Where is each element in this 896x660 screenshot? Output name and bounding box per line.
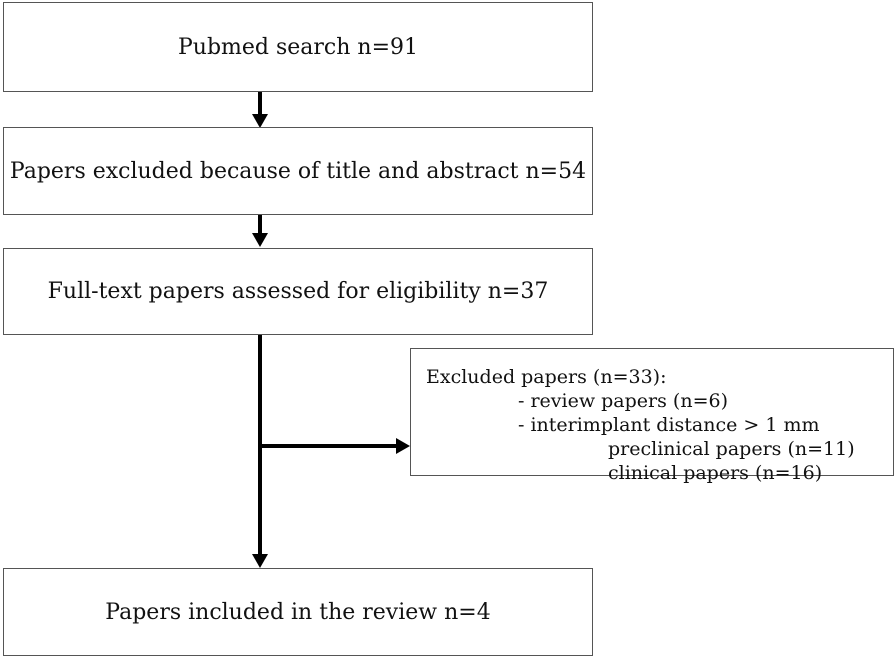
- excluded-clinical-item: clinical papers (n=16): [608, 462, 823, 484]
- excluded-distance-item: - interimplant distance > 1 mm: [518, 414, 820, 436]
- screening-box: Papers excluded because of title and abs…: [3, 127, 593, 215]
- included-label: Papers included in the review n=4: [105, 599, 491, 625]
- excluded-review-item: - review papers (n=6): [518, 390, 728, 412]
- screening-label: Papers excluded because of title and abs…: [9, 158, 587, 184]
- eligibility-box: Full-text papers assessed for eligibilit…: [3, 248, 593, 335]
- arrowhead-eligibility: [252, 233, 268, 247]
- search-box: Pubmed search n=91: [3, 2, 593, 92]
- arrowhead-included: [252, 554, 268, 568]
- search-label: Pubmed search n=91: [177, 34, 419, 60]
- included-box: Papers included in the review n=4: [3, 568, 593, 656]
- excluded-preclinical-item: preclinical papers (n=11): [608, 438, 855, 460]
- arrowhead-screening: [252, 114, 268, 128]
- excluded-box: Excluded papers (n=33): - review papers …: [410, 348, 894, 484]
- eligibility-label: Full-text papers assessed for eligibilit…: [47, 279, 549, 304]
- arrowhead-excluded: [396, 438, 410, 454]
- excluded-heading: Excluded papers (n=33):: [426, 366, 667, 388]
